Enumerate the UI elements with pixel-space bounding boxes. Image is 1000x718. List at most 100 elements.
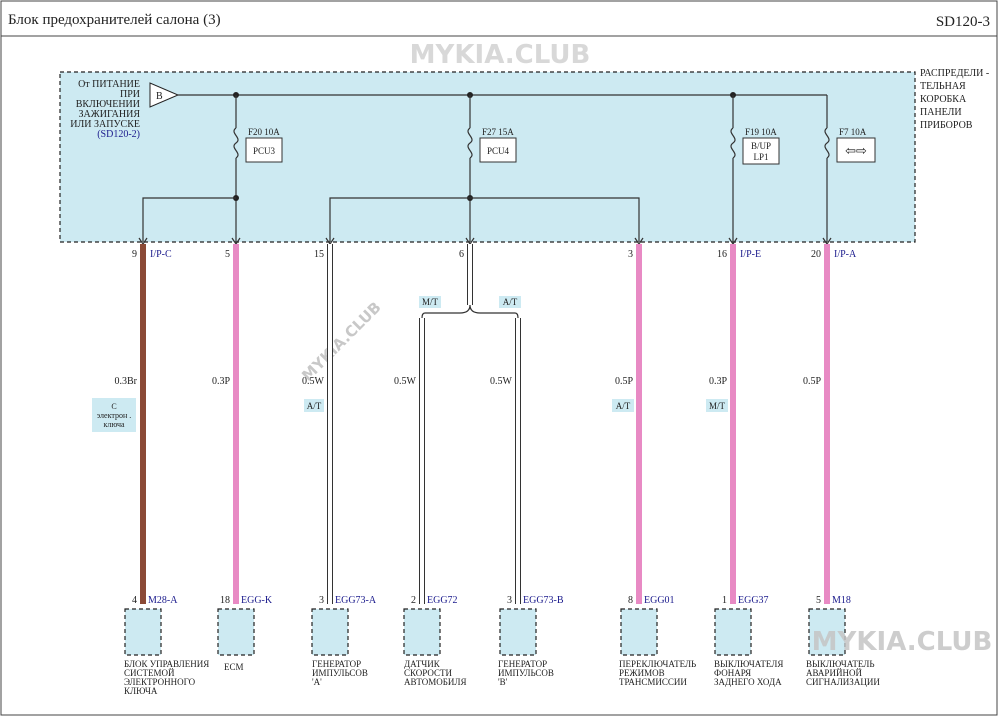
svg-text:5: 5	[816, 595, 821, 606]
component-pulse-gen-b	[499, 608, 537, 656]
wire-tag-mt-bg	[706, 399, 728, 412]
fuse-f7-icon	[824, 127, 830, 159]
component-pin-labels: 4 M28-A 18 EGG-K 3 EGG73-A 2 EGG72 3 EGG…	[132, 595, 851, 606]
wire-specs: 0.3Br 0.3P 0.5W 0.5W 0.5W 0.5P 0.3P 0.5P	[115, 376, 822, 387]
svg-text:ЗАДНЕГО ХОДА: ЗАДНЕГО ХОДА	[714, 677, 782, 687]
svg-text:АВТОМОБИЛЯ: АВТОМОБИЛЯ	[404, 677, 467, 687]
svg-text:РЕЖИМОВ: РЕЖИМОВ	[619, 668, 665, 678]
watermark-top: MYKIA.CLUB	[410, 40, 591, 70]
component-pulse-gen-a	[311, 608, 349, 656]
svg-text:ТЕЛЬНАЯ: ТЕЛЬНАЯ	[920, 81, 966, 92]
svg-text:15: 15	[314, 249, 324, 260]
svg-text:ВКЛЮЧЕНИИ: ВКЛЮЧЕНИИ	[76, 99, 140, 110]
power-terminal-label: B	[156, 91, 163, 102]
svg-text:3: 3	[507, 595, 512, 606]
svg-text:(SD120-2): (SD120-2)	[97, 129, 140, 140]
svg-text:От ПИТАНИЕ: От ПИТАНИЕ	[78, 79, 140, 90]
svg-text:СКОРОСТИ: СКОРОСТИ	[404, 668, 453, 678]
svg-text:'A': 'A'	[312, 677, 322, 687]
svg-text:16: 16	[717, 249, 727, 260]
power-terminal-triangle	[149, 82, 180, 108]
svg-text:0.5W: 0.5W	[302, 376, 325, 387]
svg-text:0.3Br: 0.3Br	[115, 376, 138, 387]
watermark-diagonal: MYKIA.CLUB	[298, 298, 384, 384]
branch-to-pin9	[142, 197, 236, 242]
svg-text:20: 20	[811, 249, 821, 260]
wire-tag-at-bg	[304, 399, 324, 412]
wire-tag-at-bg	[612, 399, 634, 412]
page-title: Блок предохранителей салона (3)	[8, 12, 221, 28]
svg-text:ИМПУЛЬСОВ: ИМПУЛЬСОВ	[498, 668, 554, 678]
component-ecm	[217, 608, 255, 656]
branch-f27-pins	[329, 197, 640, 242]
svg-text:СИСТЕМОЙ: СИСТЕМОЙ	[124, 668, 175, 678]
svg-text:ИМПУЛЬСОВ: ИМПУЛЬСОВ	[312, 668, 368, 678]
fuse-f7: F7 10A ⇦⇨	[824, 95, 876, 242]
watermark-bottom: MYKIA.CLUB	[812, 627, 993, 657]
junction-box-label: РАСПРЕДЕЛИ - ТЕЛЬНАЯ КОРОБКА ПАНЕЛИ ПРИБ…	[920, 68, 989, 131]
svg-text:ПРИ: ПРИ	[120, 89, 140, 100]
smart-key-note-bg	[92, 398, 136, 432]
page-code: SD120-3	[936, 14, 990, 30]
wire-tag-egg73a: A/T	[307, 401, 322, 411]
svg-text:0.3P: 0.3P	[212, 376, 231, 387]
turn-signal-arrows-icon: ⇦⇨	[845, 143, 867, 158]
svg-text:ГЕНЕРАТОР: ГЕНЕРАТОР	[312, 659, 361, 669]
fuse-f27-rating: F27 15A	[482, 127, 514, 137]
wire-tag-egg37: M/T	[709, 401, 726, 411]
svg-text:EGG73-A: EGG73-A	[335, 595, 377, 606]
branch-tag-at-bg	[499, 296, 521, 308]
fuse-f27: F27 15A PCU4	[467, 95, 517, 242]
svg-text:EGG37: EGG37	[738, 595, 769, 606]
svg-text:0.5W: 0.5W	[394, 376, 417, 387]
svg-text:I/P-E: I/P-E	[740, 249, 761, 260]
power-source-label: От ПИТАНИЕ ПРИ ВКЛЮЧЕНИИ ЗАЖИГАНИЯ ИЛИ З…	[70, 79, 140, 140]
wire-tag-egg01: A/T	[616, 401, 631, 411]
svg-text:M28-A: M28-A	[148, 595, 178, 606]
svg-text:EGG72: EGG72	[427, 595, 458, 606]
svg-text:0.5P: 0.5P	[615, 376, 634, 387]
svg-text:9: 9	[132, 249, 137, 260]
svg-text:8: 8	[628, 595, 633, 606]
svg-text:EGG01: EGG01	[644, 595, 675, 606]
svg-text:ПРИБОРОВ: ПРИБОРОВ	[920, 120, 973, 131]
branch-tag-mt: M/T	[422, 297, 439, 307]
fuse-f19-icon	[730, 127, 736, 159]
fuse-f20: F20 10A PCU3	[233, 95, 283, 242]
svg-text:0.5W: 0.5W	[490, 376, 513, 387]
fuse-f27-circuit: PCU4	[487, 146, 510, 156]
svg-text:СИГНАЛИЗАЦИИ: СИГНАЛИЗАЦИИ	[806, 677, 880, 687]
fuse-f7-rating: F7 10A	[839, 127, 867, 137]
smart-key-note: С электрон . ключа	[97, 402, 132, 429]
svg-text:электрон .: электрон .	[97, 411, 132, 420]
svg-text:EGG-K: EGG-K	[241, 595, 273, 606]
fuse-f20-icon	[233, 127, 239, 159]
svg-text:ДАТЧИК: ДАТЧИК	[404, 659, 441, 669]
svg-text:6: 6	[459, 249, 464, 260]
svg-text:ФОНАРЯ: ФОНАРЯ	[714, 668, 751, 678]
fuse-f20-rating: F20 10A	[248, 127, 280, 137]
svg-text:I/P-A: I/P-A	[834, 249, 857, 260]
svg-text:0.5P: 0.5P	[803, 376, 822, 387]
svg-text:БЛОК УПРАВЛЕНИЯ: БЛОК УПРАВЛЕНИЯ	[124, 659, 209, 669]
fuse-f19-rating: F19 10A	[745, 127, 777, 137]
svg-text:I/P-C: I/P-C	[150, 249, 172, 260]
svg-text:ГЕНЕРАТОР: ГЕНЕРАТОР	[498, 659, 547, 669]
branch-tag-at: A/T	[503, 297, 518, 307]
component-vss	[403, 608, 441, 656]
svg-text:ПЕРЕКЛЮЧАТЕЛЬ: ПЕРЕКЛЮЧАТЕЛЬ	[619, 659, 696, 669]
svg-text:M18: M18	[832, 595, 851, 606]
svg-text:18: 18	[220, 595, 230, 606]
svg-text:3: 3	[319, 595, 324, 606]
svg-text:ВЫКЛЮЧАТЕЛЬ: ВЫКЛЮЧАТЕЛЬ	[806, 659, 875, 669]
svg-text:5: 5	[225, 249, 230, 260]
branch-tag-mt-bg	[419, 296, 441, 308]
svg-text:ПАНЕЛИ: ПАНЕЛИ	[920, 107, 962, 118]
fuse-f27-icon	[467, 127, 473, 159]
fuse-f19-circuit-1: B/UP	[751, 141, 771, 151]
component-backup-lamp-switch	[714, 608, 752, 656]
svg-text:КОРОБКА: КОРОБКА	[920, 94, 967, 105]
svg-text:ТРАНСМИССИИ: ТРАНСМИССИИ	[619, 677, 687, 687]
